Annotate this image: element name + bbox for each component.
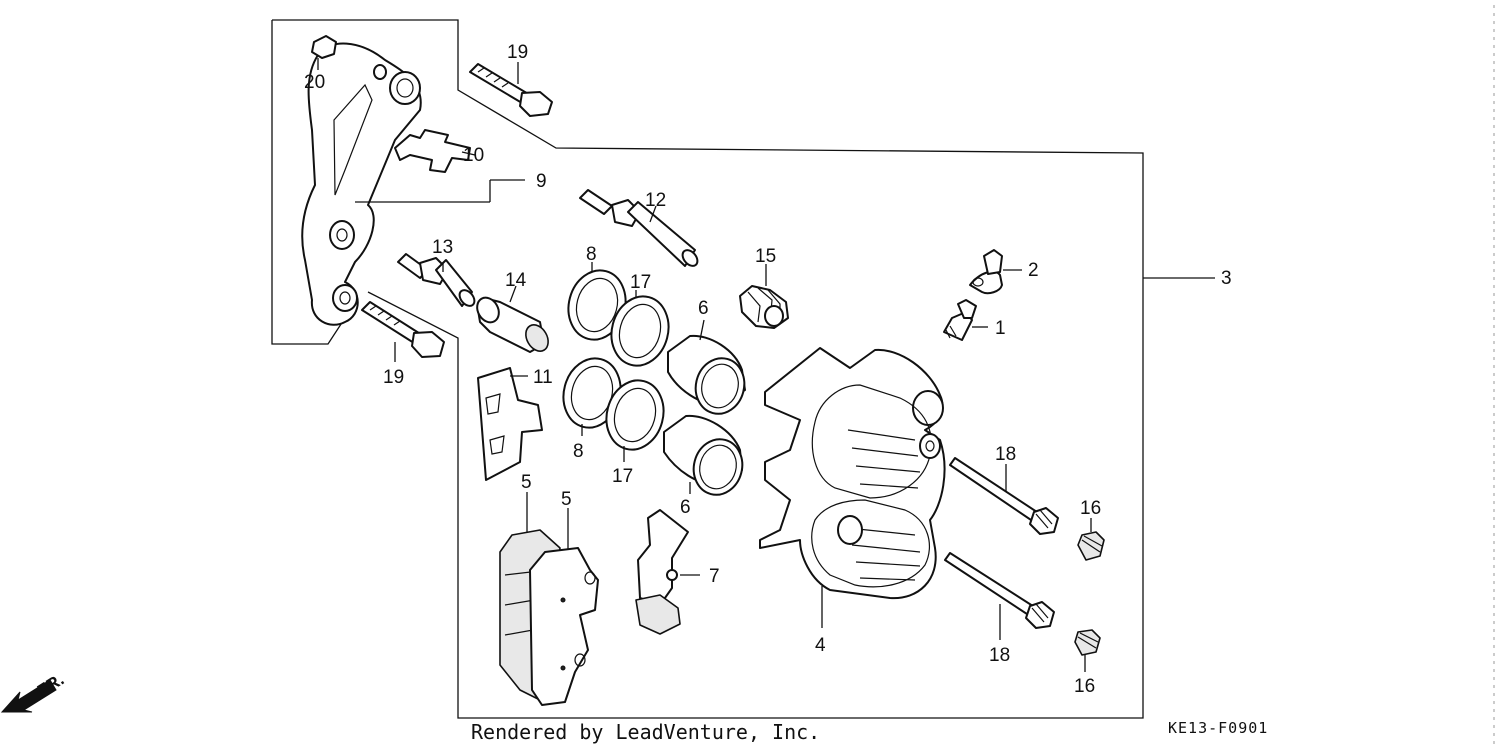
pin-cap-16-top[interactable] [1077,518,1105,561]
callout-10: 10 [463,145,484,166]
caliper-body-4[interactable] [759,347,946,628]
callout-13: 13 [432,237,453,258]
callout-14: 14 [505,270,527,291]
pad-spring-10[interactable] [394,129,476,173]
diagram-code: KE13-F0901 [1168,719,1268,737]
callout-6a: 6 [698,298,709,319]
pin-bolt-12[interactable] [579,189,700,269]
callout-3: 3 [1221,268,1232,289]
pin-18-bottom[interactable] [944,552,1055,640]
pin-18-top[interactable] [949,457,1059,535]
callout-11: 11 [533,367,553,388]
callout-5a: 5 [521,472,532,493]
piston-6-top[interactable] [667,319,750,419]
front-direction-arrow: FR. [0,670,67,713]
callout-16a: 16 [1080,498,1101,519]
dust-seal-17-bottom[interactable] [599,374,671,462]
callout-18b: 18 [989,645,1010,666]
callout-17b: 17 [612,466,633,487]
boot-15[interactable] [739,264,789,329]
callout-12: 12 [645,190,666,211]
callout-7: 7 [709,566,720,587]
callout-5b: 5 [561,489,572,510]
dust-seal-17-top[interactable] [604,290,676,372]
pin-bolt-13[interactable] [397,253,477,309]
callout-9: 9 [536,171,547,192]
callout-labels: 1 2 3 4 5 5 6 6 7 8 8 9 10 11 12 13 14 1… [304,42,1232,697]
callout-4: 4 [815,635,826,656]
pin-cap-16-bottom[interactable] [1074,629,1101,672]
callout-6b: 6 [680,497,691,518]
assembly-outline [271,19,1215,719]
callout-16b: 16 [1074,676,1095,697]
callout-17a: 17 [630,272,651,293]
nut-20[interactable] [311,35,337,70]
callout-19a: 19 [507,42,528,63]
callout-19b: 19 [383,367,404,388]
piston-6-bottom[interactable] [663,414,748,500]
rendered-by-credit: Rendered by LeadVenture, Inc. [471,720,820,744]
bleeder-cap-2[interactable] [969,249,1022,295]
callout-15: 15 [755,246,776,267]
brake-pad-5-back[interactable] [529,508,599,706]
callout-18a: 18 [995,444,1016,465]
bolt-19-bottom[interactable] [361,301,445,362]
pad-spring-7[interactable] [635,509,700,635]
pad-retainer-11[interactable] [477,367,543,481]
bleeder-valve-1[interactable] [943,299,988,341]
bolt-19-top[interactable] [469,62,553,117]
callout-1: 1 [995,318,1006,339]
callout-20: 20 [304,72,325,93]
callout-2: 2 [1028,260,1039,281]
callout-8a: 8 [586,244,597,265]
caliper-bracket[interactable] [301,42,525,326]
boot-14[interactable] [473,285,553,355]
callout-8b: 8 [573,441,584,462]
